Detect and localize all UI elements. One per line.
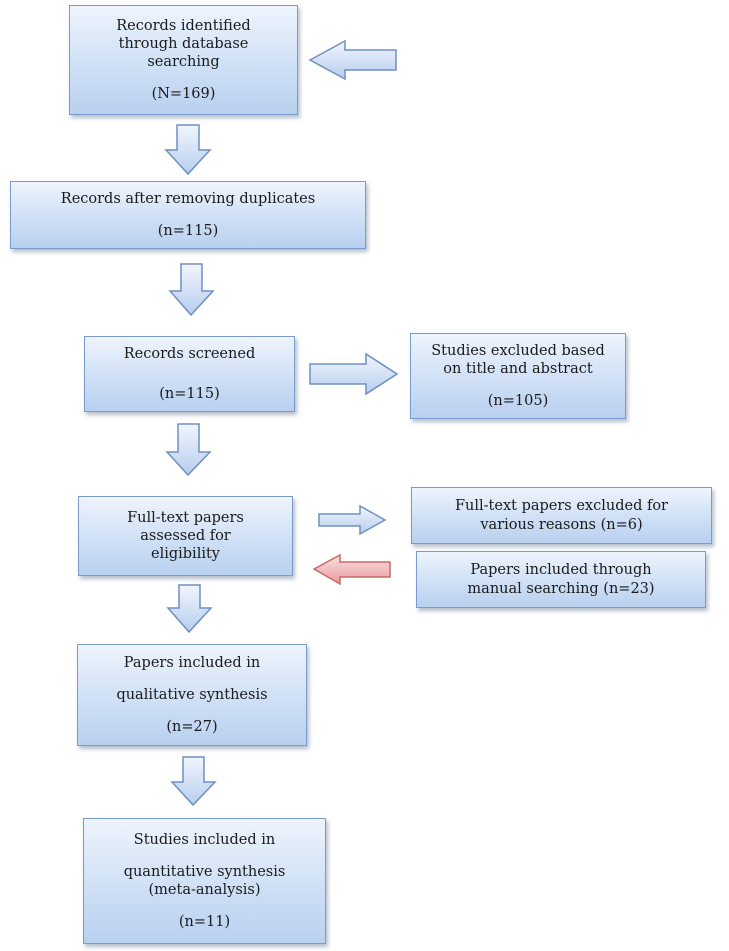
quantitative-line3: (meta-analysis) (148, 882, 261, 898)
right-arrow-screened (309, 352, 399, 396)
duplicates-label: Records after removing duplicates (60, 190, 316, 207)
down-arrow-5 (170, 756, 217, 807)
manual-box: Papers included through manual searching… (416, 551, 706, 608)
fulltext-line2: assessed for (140, 527, 231, 544)
identification-box: Records identified through database sear… (69, 5, 298, 115)
identification-line2: through database (118, 35, 249, 52)
right-arrow-fulltext (318, 504, 387, 536)
excluded-title-box: Studies excluded based on title and abst… (410, 333, 626, 419)
excluded-title-line2: on title and abstract (443, 360, 593, 377)
quantitative-count: (n=11) (178, 914, 231, 931)
duplicates-count: (n=115) (157, 223, 219, 239)
qualitative-count: (n=27) (166, 719, 218, 736)
screened-label: Records screened (123, 345, 256, 362)
identification-count: (N=169) (151, 86, 216, 103)
excluded-fulltext-box: Full-text papers excluded for various re… (411, 487, 712, 544)
excluded-fulltext-line1: Full-text papers excluded for (454, 498, 668, 515)
down-arrow-3 (165, 423, 212, 477)
down-arrow-1 (164, 124, 212, 176)
excluded-title-count: (n=105) (487, 393, 549, 410)
manual-line2: manual searching (n=23) (467, 580, 655, 597)
identification-line1: Records identified (116, 17, 251, 34)
down-arrow-2 (168, 263, 215, 317)
excluded-fulltext-line2: various reasons (n=6) (480, 516, 643, 533)
screened-box: Records screened (n=115) (84, 336, 295, 412)
left-arrow-input (308, 39, 397, 81)
quantitative-line2: quantitative synthesis (123, 863, 286, 880)
qualitative-line1: Papers included in (123, 654, 261, 671)
screened-count: (n=115) (159, 386, 220, 402)
qualitative-box: Papers included in qualitative synthesis… (77, 644, 307, 746)
identification-line3: searching (147, 54, 220, 70)
duplicates-box: Records after removing duplicates (n=115… (10, 181, 366, 249)
manual-line1: Papers included through (470, 562, 652, 579)
excluded-title-line1: Studies excluded based (431, 342, 605, 359)
quantitative-box: Studies included in quantitative synthes… (83, 818, 326, 944)
down-arrow-4 (166, 584, 213, 634)
quantitative-line1: Studies included in (133, 831, 276, 848)
fulltext-line1: Full-text papers (127, 509, 244, 526)
qualitative-line2: qualitative synthesis (116, 686, 268, 703)
fulltext-box: Full-text papers assessed for eligibilit… (78, 496, 293, 576)
left-arrow-manual (312, 553, 391, 586)
fulltext-line3: eligibility (151, 546, 220, 563)
